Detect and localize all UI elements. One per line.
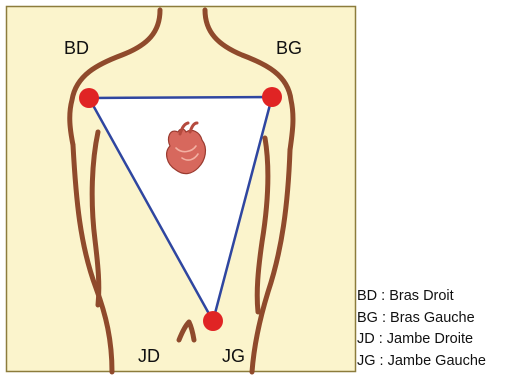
electrode-bd [79, 88, 99, 108]
legend: BD : Bras Droit BG : Bras Gauche JD : Ja… [357, 286, 486, 372]
legend-item-jg: JG : Jambe Gauche [357, 351, 486, 373]
label-bd: BD [64, 38, 89, 58]
electrode-bg [262, 87, 282, 107]
legend-item-bd: BD : Bras Droit [357, 286, 486, 308]
label-jd: JD [138, 346, 160, 366]
legend-item-jd: JD : Jambe Droite [357, 329, 486, 351]
legend-item-bg: BG : Bras Gauche [357, 308, 486, 330]
electrode-jg [203, 311, 223, 331]
label-bg: BG [276, 38, 302, 58]
label-jg: JG [222, 346, 245, 366]
